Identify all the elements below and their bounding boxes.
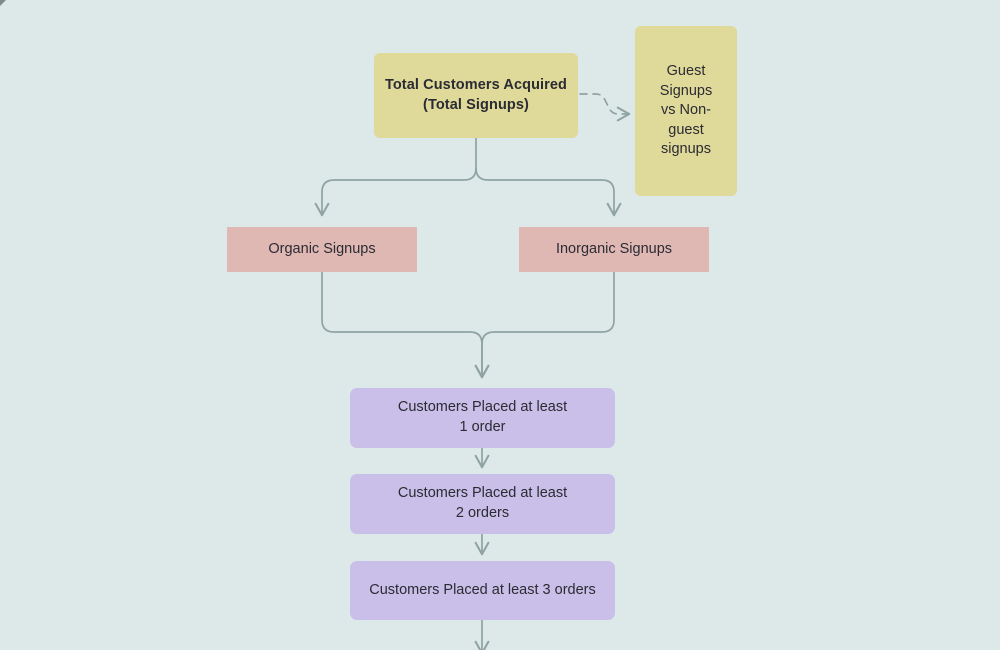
node-inorganic-signups[interactable]: Inorganic Signups [519, 227, 709, 272]
node-inorganic-signups-label: Inorganic Signups [555, 240, 673, 257]
node-guest-vs-nonguest-signups[interactable]: Guest Signups vs Non- guest signups [635, 26, 737, 196]
node-guest-vs-nonguest-signups-label: Guest Signups vs Non- guest signups [659, 63, 713, 158]
edge-organic-to-funnel1 [321, 271, 490, 379]
node-customers-at-least-3-orders[interactable]: Customers Placed at least 3 orders [350, 561, 615, 620]
node-customers-at-least-1-order[interactable]: Customers Placed at least 1 order [350, 388, 615, 448]
node-total-customers-acquired-label: Total Customers Acquired (Total Signups) [384, 76, 568, 113]
node-customers-at-least-2-orders[interactable]: Customers Placed at least 2 orders [350, 474, 615, 534]
edge-root-to-note [579, 93, 631, 122]
edge-inorganic-to-funnel1 [474, 271, 615, 379]
edge-root-to-inorganic [475, 167, 622, 217]
node-organic-signups-label: Organic Signups [268, 240, 376, 257]
edge-root-to-organic [314, 167, 477, 217]
node-customers-at-least-1-order-label: Customers Placed at least 1 order [397, 399, 568, 435]
node-total-customers-acquired[interactable]: Total Customers Acquired (Total Signups) [374, 53, 578, 138]
node-customers-at-least-2-orders-label: Customers Placed at least 2 orders [397, 485, 568, 521]
node-organic-signups[interactable]: Organic Signups [227, 227, 417, 272]
node-customers-at-least-3-orders-label: Customers Placed at least 3 orders [369, 581, 596, 598]
canvas-corner-marker [0, 0, 6, 6]
